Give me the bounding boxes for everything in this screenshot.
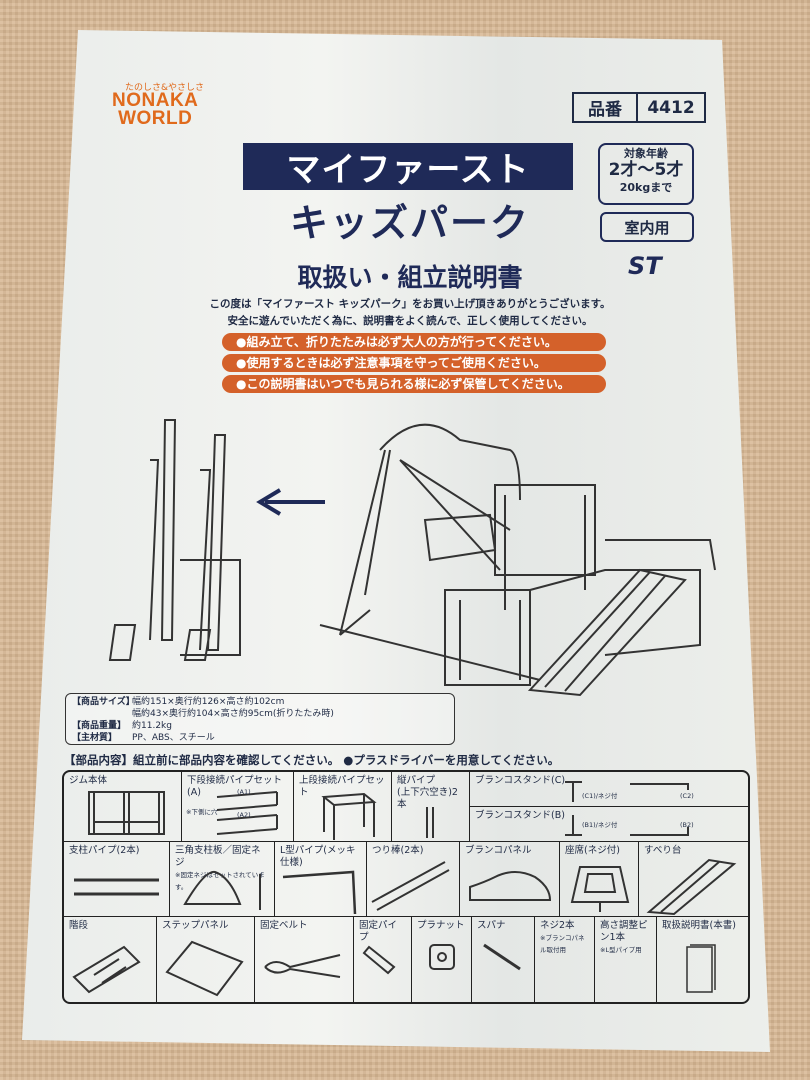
age-label: 対象年齢 [624, 147, 668, 160]
parts-grid: ジム本体 下段接続パイプセット(A) (A1) (A2) ※下側に穴 上段接続パ… [62, 770, 750, 1004]
part-label: 取扱説明書(本書) [662, 920, 736, 931]
logo-line2: WORLD [118, 108, 193, 129]
part-gym: ジム本体 [64, 772, 182, 842]
spec-value: 約11.2kg [132, 721, 172, 731]
part-label: ブランコスタンド(C) [475, 775, 566, 786]
spec-key: 【商品サイズ】 [72, 697, 135, 707]
part-label: 下段接続パイプセット(A) [187, 775, 283, 798]
part-label: L型パイプ(メッキ仕様) [280, 845, 356, 868]
spec-key: 【主材質】 [72, 733, 118, 743]
warning-bar: ●使用するときは必ず注意事項を守ってご使用ください。 [222, 354, 606, 372]
part-vertical-pipe: 縦パイプ (上下穴空き)2本 [392, 772, 470, 842]
weight-limit: 20kgまで [619, 181, 673, 194]
brand-tagline: たのしさ&やさしさ [125, 83, 205, 93]
part-l-pipe: L型パイプ(メッキ仕様) [275, 842, 367, 917]
logo-line1: NONAKA [112, 90, 199, 111]
part-spanner: スパナ [472, 917, 535, 1002]
part-label: ジム本体 [69, 775, 108, 786]
product-number-box: 品番 4412 [572, 92, 706, 123]
part-label: ブランコパネル [465, 845, 532, 856]
part-screws: ネジ2本 ※ブランコパネル取付用 [535, 917, 595, 1002]
part-sub-label: (A1) [237, 788, 251, 796]
spec-value: 幅約43×奥行約104×高さ約95cm(折りたたみ時) [132, 709, 334, 719]
intro-line: この度は「マイファースト キッズパーク」をお買い上げ頂きありがとうございます。 [209, 298, 611, 310]
part-sub-label: (B1)/ネジ付 [582, 821, 618, 829]
part-label: 高さ調整ピン1本 [600, 920, 648, 943]
part-label: 階段 [69, 920, 89, 931]
part-sub-label: (C2) [680, 792, 694, 800]
part-support-pipe: 支柱パイプ(2本) [64, 842, 170, 917]
part-label: 上段接続パイプセット [299, 775, 385, 798]
spec-value: 幅約151×奥行約126×高さ約102cm [132, 697, 285, 707]
spec-value: PP、ABS、スチール [132, 733, 215, 743]
folded-illustration [108, 419, 241, 661]
part-label: 座席(ネジ付) [565, 845, 620, 856]
arrow-icon [256, 488, 325, 516]
part-sub-label: (B2) [680, 821, 694, 829]
title-line1: マイファースト [243, 143, 573, 190]
indoor-use-badge: 室内用 [600, 212, 694, 242]
intro-line: 安全に遊んでいただく為に、説明書をよく読んで、正しく使用してください。 [227, 315, 593, 327]
product-number-value: 4412 [647, 97, 695, 118]
part-manual: 取扱説明書(本書) [657, 917, 748, 1002]
part-note: ※ブランコパネル取付用 [540, 934, 585, 954]
part-fixing-pipe: 固定パイプ [354, 917, 412, 1002]
part-label: ネジ2本 [540, 920, 575, 931]
part-step-panel: ステップパネル [157, 917, 255, 1002]
part-swing-stand-b: ブランコスタンド(B) (B1)/ネジ付 (B2) [470, 807, 748, 842]
part-upper-pipe-set: 上段接続パイプセット [294, 772, 392, 842]
part-note: ※下側に穴 [186, 808, 218, 816]
st-mark: ST [628, 252, 662, 280]
part-label: つり棒(2本) [372, 845, 424, 856]
subtitle: 取扱い・組立説明書 [297, 263, 523, 292]
part-hanger-rod: つり棒(2本) [367, 842, 460, 917]
intro-text: この度は「マイファースト キッズパーク」をお買い上げ頂きありがとうございます。安… [200, 296, 620, 330]
warning-bar: ●組み立て、折りたたみは必ず大人の方が行ってください。 [222, 333, 606, 351]
part-height-pin: 高さ調整ピン1本 ※L型パイプ用 [595, 917, 657, 1002]
part-swing-stand-c: ブランコスタンド(C) (C1)/ネジ付 (C2) [470, 772, 748, 807]
part-note: ※L型パイプ用 [600, 946, 642, 954]
part-seat: 座席(ネジ付) [560, 842, 639, 917]
spec-key [72, 708, 132, 720]
part-sub-label: (A2) [237, 811, 251, 819]
spec-box: 【商品サイズ】幅約151×奥行約126×高さ約102cm 幅約43×奥行約104… [65, 693, 455, 745]
part-label: 三角支柱板／固定ネジ [175, 845, 261, 868]
part-triangle-plate: 三角支柱板／固定ネジ※固定ネジはセットされています。 [170, 842, 275, 917]
title-line2: キッズパーク [289, 201, 530, 245]
part-fixing-belt: 固定ベルト [255, 917, 354, 1002]
spec-key: 【商品重量】 [72, 721, 127, 731]
part-sub-label: (C1)/ネジ付 [582, 792, 618, 800]
warning-bar: ●この説明書はいつでも見られる様に必ず保管してください。 [222, 375, 606, 393]
part-slide: すべり台 [639, 842, 748, 917]
part-label: スパナ [477, 920, 506, 931]
part-label: すべり台 [644, 845, 682, 856]
part-label: ステップパネル [162, 920, 229, 931]
part-lower-pipe-set: 下段接続パイプセット(A) (A1) (A2) ※下側に穴 [182, 772, 294, 842]
part-label: プラナット [417, 920, 465, 931]
parts-heading: 【部品内容】組立前に部品内容を確認してください。 ●プラスドライバーを用意してく… [64, 753, 560, 767]
product-illustration [108, 419, 716, 697]
assembled-illustration [319, 423, 716, 697]
part-plastic-nut: プラナット [412, 917, 472, 1002]
age-range: 2才～5才 [608, 160, 684, 180]
part-label: 固定パイプ [359, 920, 398, 943]
part-label: 支柱パイプ(2本) [69, 845, 140, 856]
part-label: 縦パイプ (上下穴空き)2本 [397, 775, 458, 810]
product-number-label: 品番 [574, 94, 638, 121]
part-label: 固定ベルト [260, 920, 308, 931]
part-label: ブランコスタンド(B) [475, 810, 565, 821]
part-swing-panel: ブランコパネル [460, 842, 560, 917]
part-stairs: 階段 [64, 917, 157, 1002]
